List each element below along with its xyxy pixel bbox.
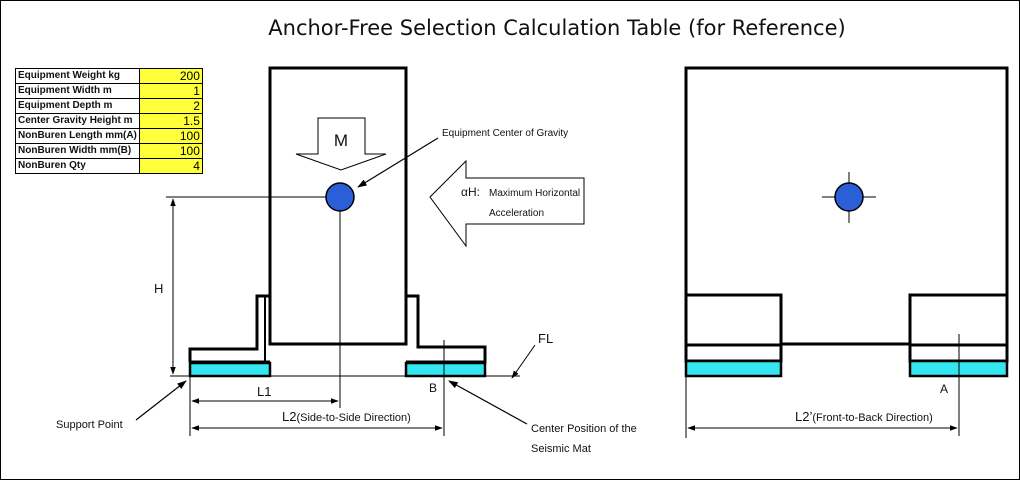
l2-prime-label: L2’(Front-to-Back Direction) xyxy=(795,409,933,424)
l1-label: L1 xyxy=(257,384,271,399)
param-value[interactable]: 100 xyxy=(138,143,203,159)
l2-prime-direction: (Front-to-Back Direction) xyxy=(812,412,932,424)
param-value[interactable]: 1.5 xyxy=(138,113,203,129)
a-label: A xyxy=(940,382,948,396)
param-row-weight: Equipment Weight kg 200 xyxy=(15,68,203,84)
right-foot xyxy=(406,294,487,364)
param-row-qty: NonBuren Qty 4 xyxy=(15,158,203,174)
page-title: Anchor-Free Selection Calculation Table … xyxy=(268,16,846,40)
front-left-foot-base xyxy=(684,343,783,363)
param-label: NonBuren Length mm(A) xyxy=(15,128,140,144)
moment-label: M xyxy=(334,131,348,150)
accel-text-2: Acceleration xyxy=(489,208,544,219)
mat-center-label-2: Seismic Mat xyxy=(531,443,591,455)
param-value[interactable]: 100 xyxy=(138,128,203,144)
param-row-cg-height: Center Gravity Height m 1.5 xyxy=(15,113,203,129)
height-label: H xyxy=(154,281,163,296)
mat-center-leader xyxy=(448,380,528,425)
accel-text-1: Maximum Horizontal xyxy=(489,188,580,199)
accel-symbol: αH: xyxy=(461,185,480,199)
l2-symbol: L2 xyxy=(282,409,296,424)
cg-label: Equipment Center of Gravity xyxy=(442,128,568,139)
param-value[interactable]: 2 xyxy=(138,98,203,114)
front-left-foot xyxy=(684,293,783,347)
center-of-gravity-marker xyxy=(325,182,355,212)
front-center-of-gravity-marker xyxy=(834,182,864,212)
seismic-mat-left xyxy=(188,361,272,378)
support-point-leader xyxy=(135,380,187,421)
left-foot xyxy=(188,294,270,362)
support-point-label: Support Point xyxy=(56,419,123,431)
param-value[interactable]: 4 xyxy=(138,158,203,174)
equipment-front-body xyxy=(684,66,1009,346)
moment-arrow xyxy=(295,117,387,171)
acceleration-arrow xyxy=(429,159,585,248)
param-row-length-a: NonBuren Length mm(A) 100 xyxy=(15,128,203,144)
param-label: Equipment Depth m xyxy=(15,98,140,114)
l2-prime-symbol: L2’ xyxy=(795,409,812,424)
param-value[interactable]: 200 xyxy=(138,68,203,84)
fl-label: FL xyxy=(538,331,553,346)
param-row-width-b: NonBuren Width mm(B) 100 xyxy=(15,143,203,159)
param-label: NonBuren Qty xyxy=(15,158,140,174)
param-row-depth: Equipment Depth m 2 xyxy=(15,98,203,114)
front-seismic-mat-left xyxy=(684,359,783,378)
parameter-table: Equipment Weight kg 200 Equipment Width … xyxy=(15,68,203,174)
l2-direction: (Side-to-Side Direction) xyxy=(296,412,410,424)
mat-center-label-1: Center Position of the xyxy=(531,423,637,435)
fl-leader xyxy=(511,344,536,379)
b-label: B xyxy=(429,381,437,395)
seismic-mat-right xyxy=(404,361,487,378)
l2-label: L2(Side-to-Side Direction) xyxy=(282,409,411,424)
cg-leader xyxy=(357,137,439,188)
